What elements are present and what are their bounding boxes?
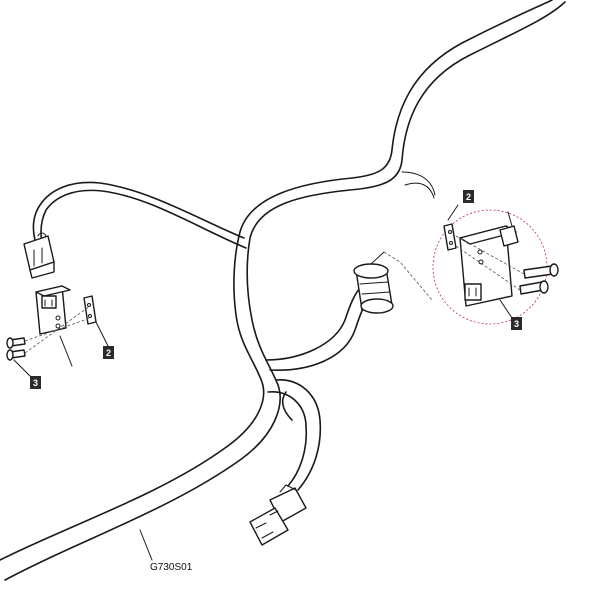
callout-left-screws: 3 <box>30 376 41 389</box>
figure-label-group: G730S01 <box>139 529 193 573</box>
middle-round-connector <box>353 251 433 314</box>
callout-right-screws: 3 <box>511 317 522 330</box>
right-switch-assembly <box>443 204 559 319</box>
callout-right-bracket: 2 <box>463 190 474 203</box>
callout-left-bracket-label: 2 <box>106 348 111 358</box>
left-switch-assembly <box>6 285 109 379</box>
lower-branch-wire <box>267 379 322 491</box>
callout-right-screws-label: 3 <box>514 319 519 329</box>
middle-branch-wire <box>265 287 371 371</box>
callout-right-bracket-label: 2 <box>466 192 471 202</box>
lower-plug-connector <box>249 484 307 546</box>
upper-left-plug <box>23 232 55 279</box>
callout-left-bracket: 2 <box>103 346 114 359</box>
figure-id-label: G730S01 <box>150 562 193 573</box>
callout-left-screws-label: 3 <box>33 378 38 388</box>
left-branch-wire <box>32 181 247 249</box>
